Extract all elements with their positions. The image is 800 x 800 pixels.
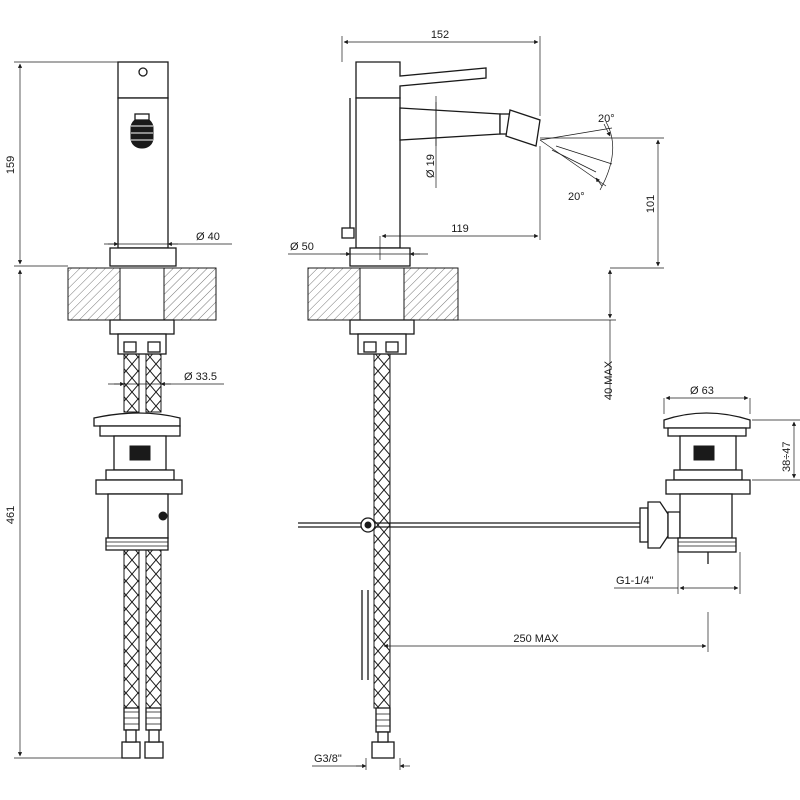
spray-nozzle: [505, 109, 541, 147]
dim-159: 159: [5, 156, 17, 174]
waste-linkage: [647, 501, 669, 549]
hose-left-lower: [123, 549, 140, 709]
indicator-dot: [138, 67, 148, 77]
dim-38-47: 38÷47: [781, 441, 793, 472]
base-flange: [109, 247, 177, 267]
spout: [399, 107, 501, 141]
side-popup-waste: [93, 412, 183, 551]
front-hose: [373, 353, 391, 709]
dim-119: 119: [451, 223, 469, 235]
fitting-nut-left: [121, 741, 141, 759]
dim-101: 101: [645, 195, 657, 213]
hose-left-upper: [123, 353, 140, 413]
waste-detail-view: Ø 63 38÷47 G1-1/4": [614, 385, 800, 594]
dim-152: 152: [431, 29, 449, 41]
front-fitting-nut: [371, 741, 395, 759]
hose-right-lower: [145, 549, 162, 709]
dim-461: 461: [5, 506, 17, 524]
dim-d19: Ø 19: [425, 154, 437, 178]
dim-g1-1-4: G1-1/4": [616, 575, 654, 587]
aerator-knob-icon: [130, 113, 154, 149]
fitting-nut-right: [144, 741, 164, 759]
dim-angle-20-bottom: 20°: [568, 191, 585, 203]
front-view: 152 Ø 19 20° 20° 101 119 Ø 50 40 MAX: [288, 29, 709, 770]
dim-g3-8: G3/8": [314, 753, 342, 765]
dim-d33-5: Ø 33.5: [184, 371, 217, 383]
popup-cap: [663, 412, 751, 429]
dim-40-max: 40 MAX: [603, 360, 615, 400]
dim-250-max: 250 MAX: [513, 633, 559, 645]
dim-d63: Ø 63: [690, 385, 714, 397]
dim-d50: Ø 50: [290, 241, 314, 253]
hose-right-upper: [145, 353, 162, 413]
side-view: 159 461 Ø 40 Ø 33.5: [5, 61, 232, 759]
lever-handle: [355, 61, 487, 99]
dim-d40: Ø 40: [196, 231, 220, 243]
front-faucet-body: [355, 97, 401, 249]
dim-angle-20-top: 20°: [598, 113, 615, 125]
